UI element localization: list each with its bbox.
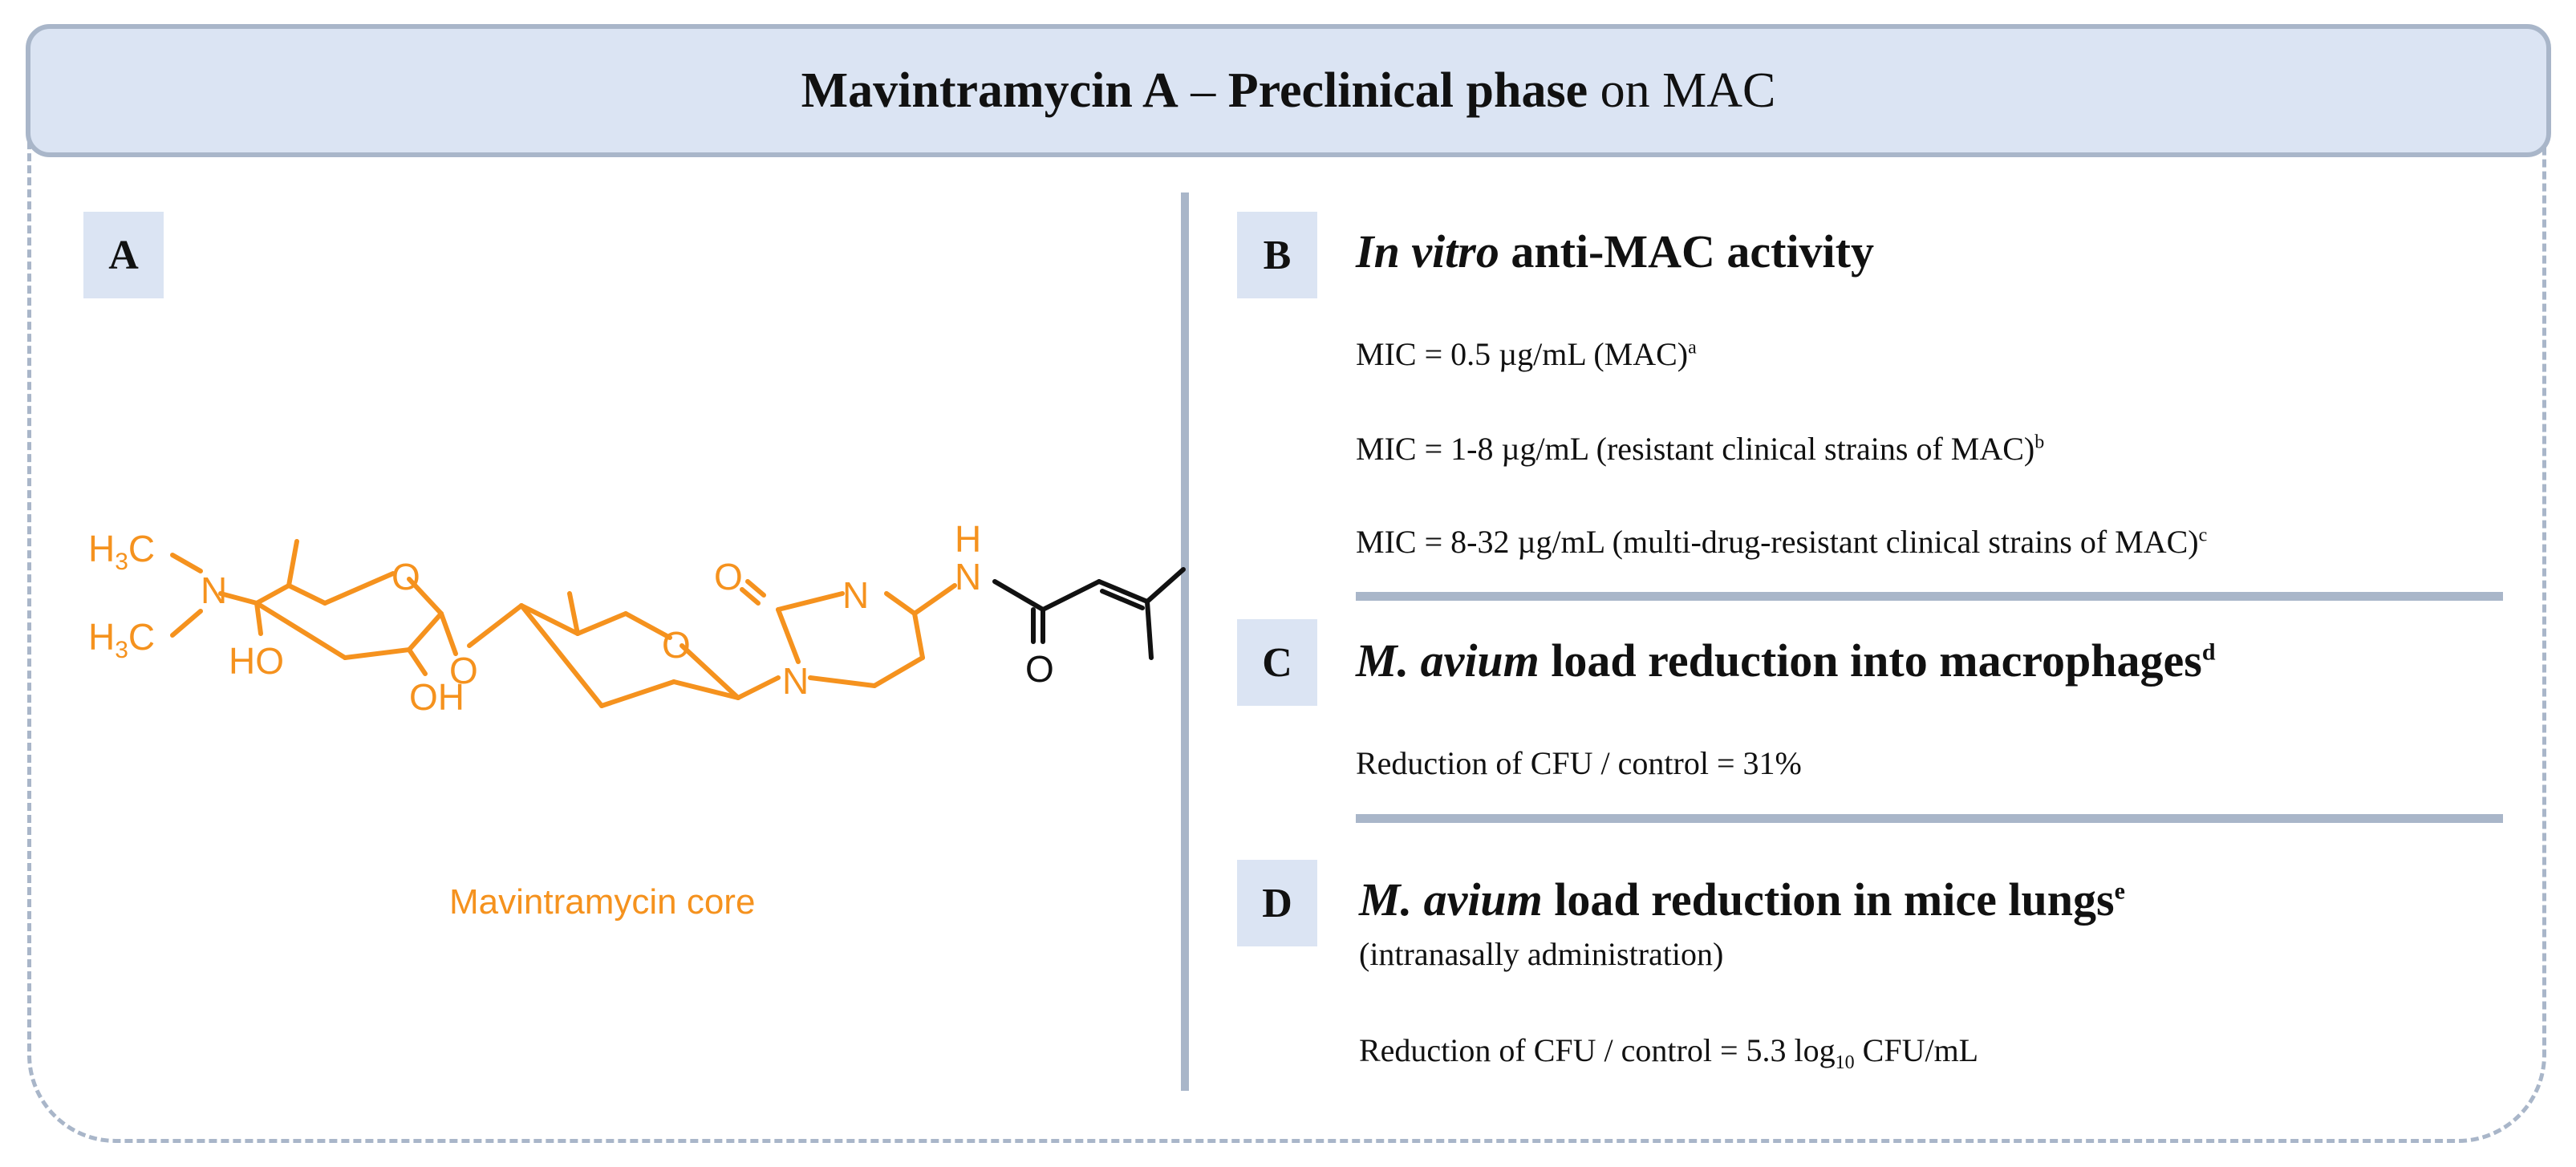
- panel-c-result: Reduction of CFU / control = 31%: [1356, 745, 1802, 781]
- bond: [254, 601, 347, 660]
- title-sep: –: [1178, 63, 1228, 118]
- bond: [740, 587, 761, 606]
- bond: [745, 579, 766, 598]
- bond: [467, 603, 524, 648]
- bond: [519, 603, 580, 636]
- bond: [992, 579, 1045, 612]
- mavintramycin-structure: H3C N H3C HO OH O O O O N N N H O: [88, 518, 1186, 718]
- bond: [1145, 567, 1186, 604]
- bond: [286, 539, 299, 588]
- bond: [343, 647, 412, 660]
- atom-ho: HO: [229, 640, 284, 682]
- bond: [679, 643, 740, 700]
- panel-d-letter: D: [1237, 860, 1317, 946]
- atom-o-carbonyl: O: [714, 556, 743, 598]
- bond: [1097, 579, 1150, 604]
- bond: [170, 553, 203, 573]
- bond: [218, 591, 259, 606]
- bond: [1145, 599, 1154, 660]
- panel-d-result: Reduction of CFU / control = 5.3 log10 C…: [1359, 1032, 1979, 1073]
- atom-nh-h: H: [955, 518, 981, 560]
- atom-n-pyr2: N: [842, 574, 869, 616]
- panel-c-letter: C: [1237, 619, 1317, 706]
- atom-o-amide: O: [1025, 648, 1054, 690]
- atom-h3c-1: H3C: [88, 528, 155, 575]
- bond: [254, 583, 291, 606]
- bond: [519, 603, 604, 708]
- mic-line-2: MIC = 1-8 µg/mL (resistant clinical stra…: [1356, 431, 2045, 467]
- atom-oh: OH: [409, 676, 464, 718]
- panel-c-title: M. avium load reduction into macrophages…: [1356, 634, 2216, 687]
- atom-h3c-2: H3C: [88, 616, 155, 663]
- bond: [254, 601, 263, 636]
- title-bold-1: Mavintramycin A: [801, 63, 1178, 118]
- panel-a-letter: A: [83, 212, 164, 298]
- bond: [808, 675, 877, 688]
- divider-bc: [1356, 592, 2503, 601]
- panel-b-title: In vitro anti-MAC activity: [1356, 225, 1874, 278]
- bond: [623, 611, 672, 640]
- bond: [575, 611, 628, 636]
- bond: [599, 679, 676, 708]
- title-tail: on MAC: [1588, 63, 1776, 118]
- bond: [884, 591, 917, 616]
- bond: [736, 675, 781, 700]
- mic-line-3: MIC = 8-32 µg/mL (multi-drug-resistant c…: [1356, 524, 2208, 560]
- atom-o-ring1: O: [391, 556, 420, 598]
- bond: [407, 611, 444, 652]
- atom-nh-n: N: [955, 556, 981, 598]
- panel-d-title: M. avium load reduction in mice lungse: [1359, 873, 2125, 926]
- panel-d-subtitle: (intranasally administration): [1359, 936, 1724, 972]
- bond: [776, 591, 845, 612]
- panel-b-letter: B: [1237, 212, 1317, 298]
- atom-o-ring2: O: [662, 624, 691, 666]
- bond: [1100, 589, 1145, 610]
- bond: [671, 679, 740, 700]
- bond: [286, 583, 327, 606]
- bond: [776, 607, 801, 664]
- bond: [872, 655, 925, 688]
- vertical-divider: [1181, 192, 1189, 1091]
- bond: [439, 611, 458, 656]
- bond: [323, 571, 396, 606]
- atom-n-pyr1: N: [782, 660, 809, 702]
- header-banner: Mavintramycin A – Preclinical phase on M…: [26, 24, 2551, 157]
- atom-n-1: N: [201, 569, 227, 611]
- bond: [1041, 579, 1101, 612]
- bond: [407, 577, 444, 616]
- bond: [912, 611, 925, 660]
- atom-o-link: O: [449, 650, 478, 691]
- bond: [170, 609, 203, 638]
- divider-cd: [1356, 814, 2503, 823]
- dashed-frame: [27, 76, 2546, 1143]
- title-bold-2: Preclinical phase: [1227, 63, 1588, 118]
- bond: [567, 591, 580, 636]
- bond: [407, 647, 428, 676]
- bond: [912, 583, 957, 616]
- mic-line-1: MIC = 0.5 µg/mL (MAC)a: [1356, 336, 1697, 372]
- core-caption: Mavintramycin core: [449, 882, 756, 922]
